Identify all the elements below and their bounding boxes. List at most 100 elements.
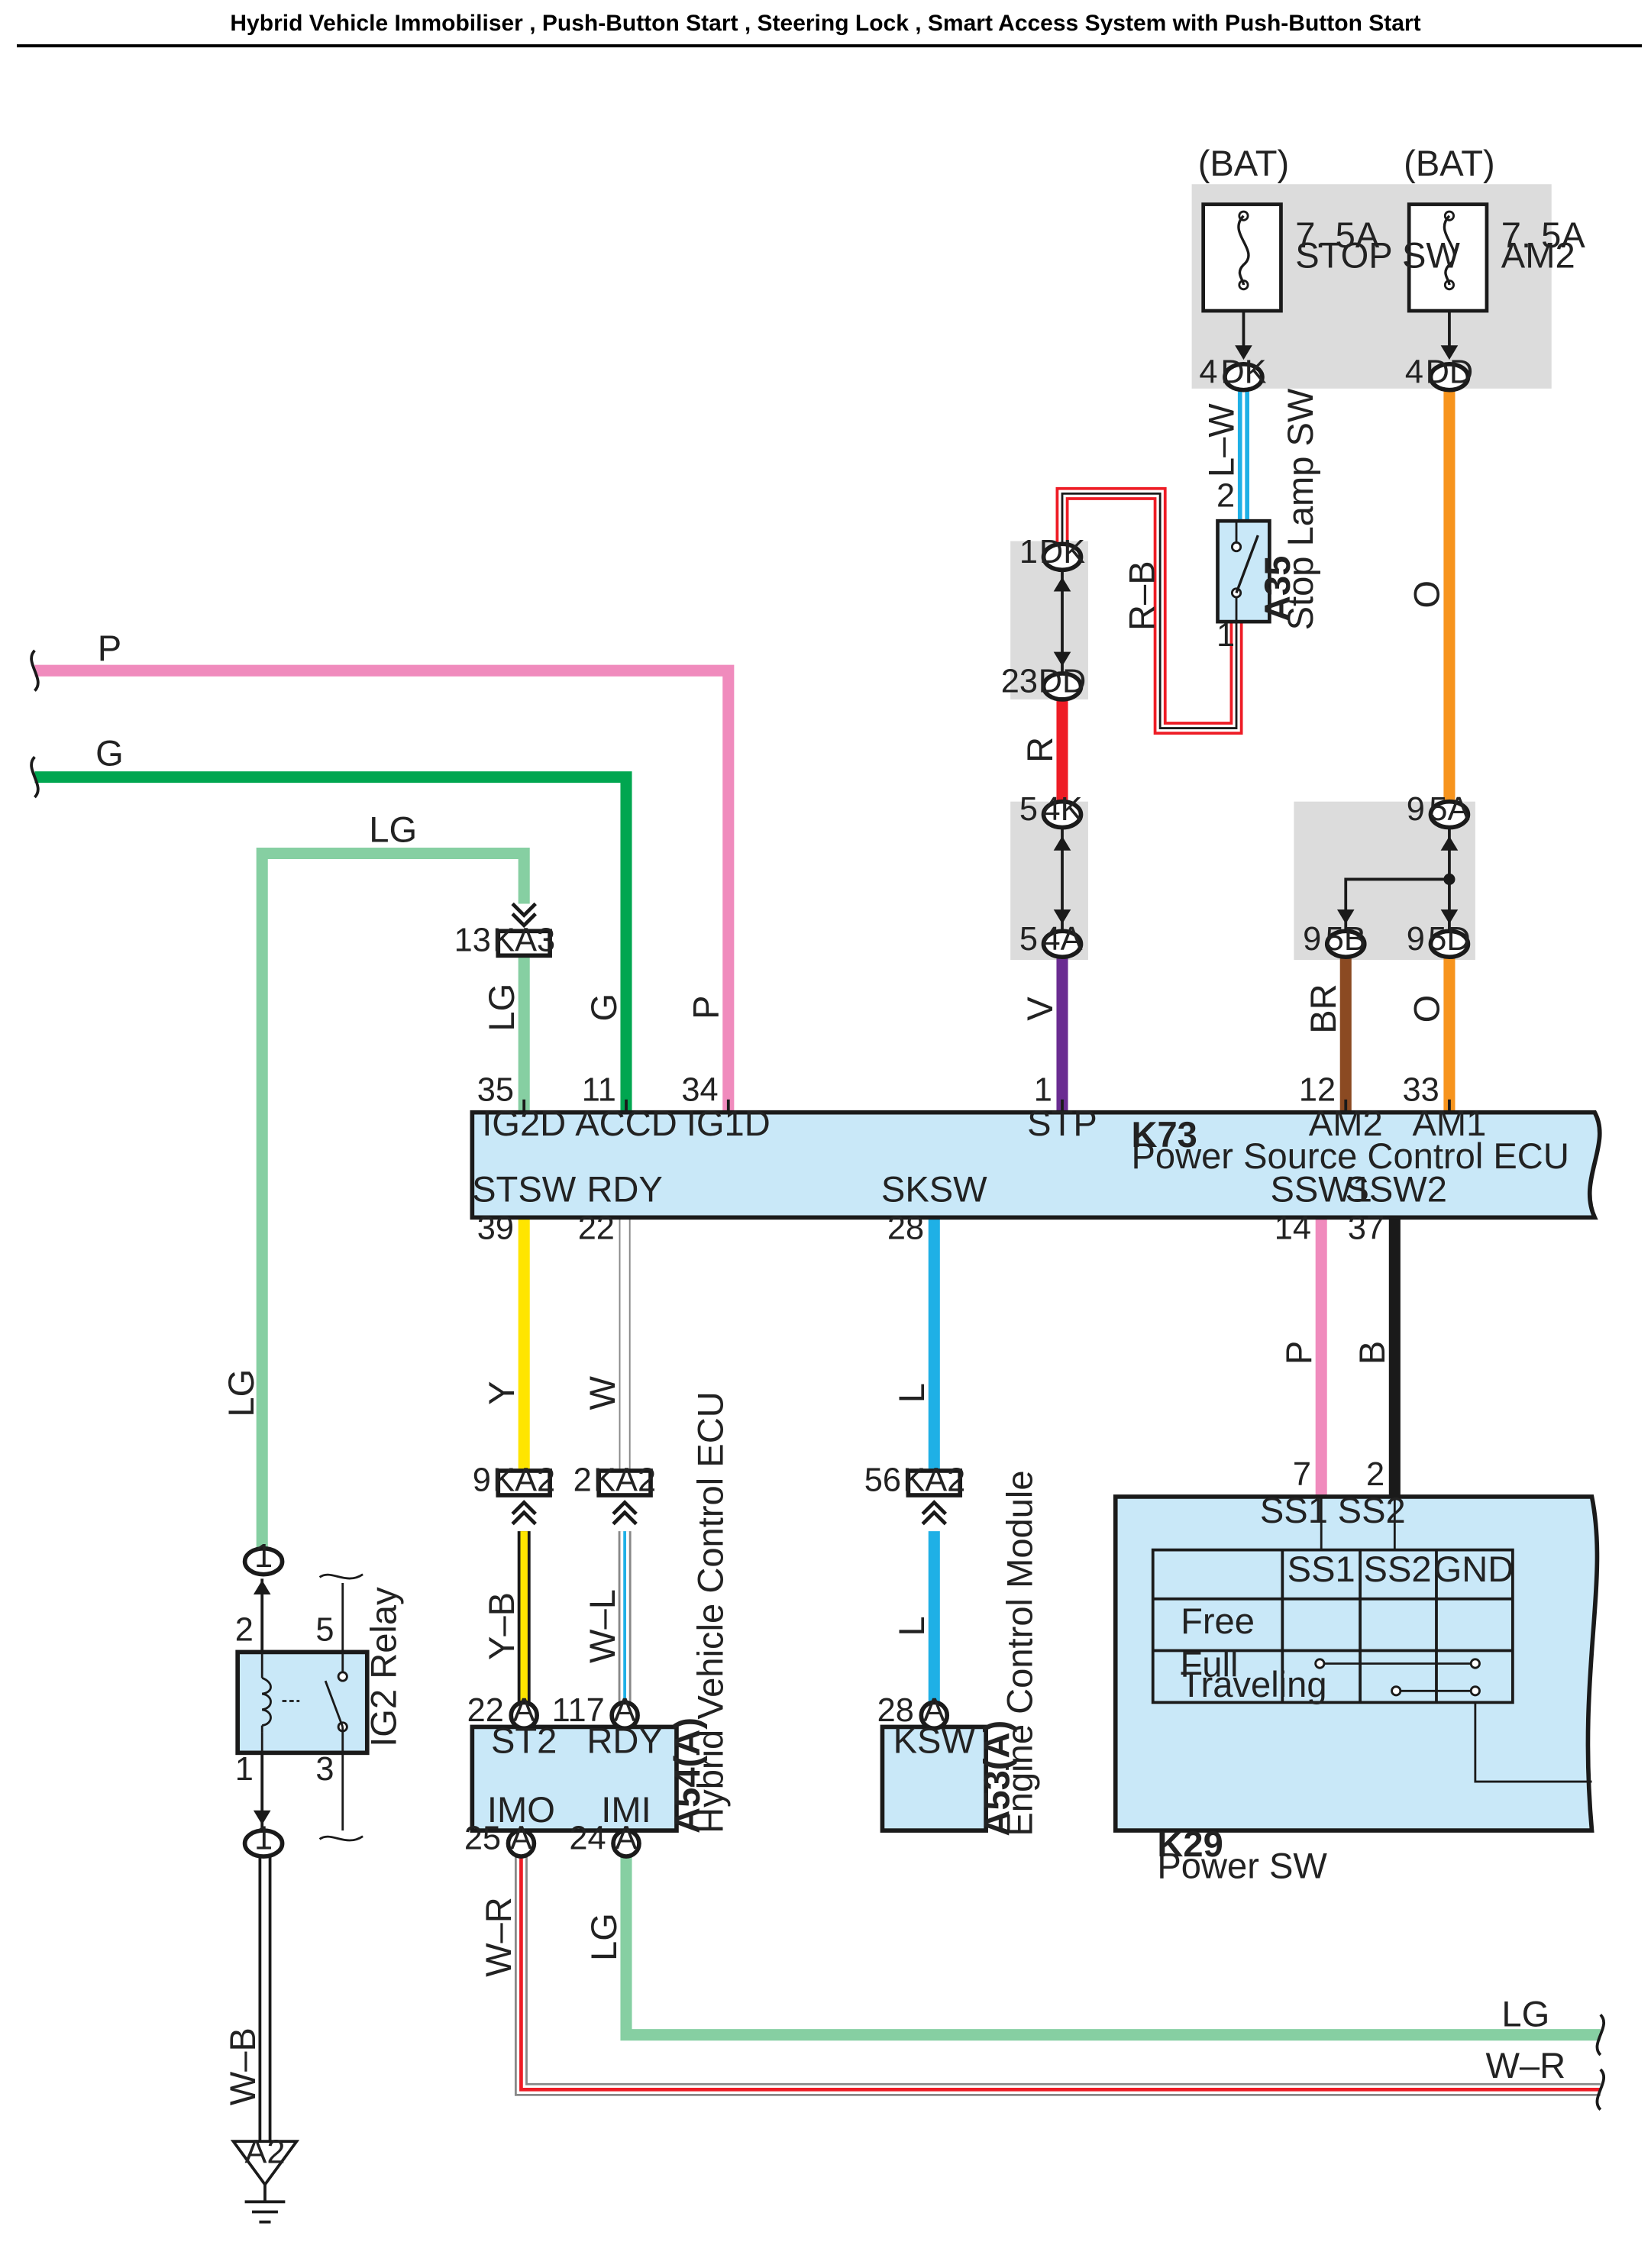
stop-sw-code: A35 <box>1257 556 1297 622</box>
conn-ka2-56-box <box>906 1468 963 1497</box>
wire-wr-imo <box>514 1856 1601 2096</box>
wire-label-br: BR <box>1303 984 1343 1033</box>
junction-5d-conn: 5D <box>1428 921 1470 958</box>
k73-pin-35: 35 <box>477 1072 514 1109</box>
fuse-stop-sw <box>1201 202 1283 354</box>
k73-pin-39: 39 <box>477 1210 514 1247</box>
power-sw-table-row-full-text: Full <box>1181 1643 1239 1684</box>
hv-pin-24: 24 <box>569 1821 606 1857</box>
hv-conn-24: A <box>615 1821 638 1857</box>
junction-dk1-conn: DK <box>1039 534 1085 570</box>
wire-label-wr: W–R <box>478 1897 519 1977</box>
k73-label-stsw: STSW <box>472 1169 577 1210</box>
engine-ecu-box <box>880 1724 988 1833</box>
wire-label-lg-out: LG <box>1501 1993 1549 2034</box>
power-sw-name: Power SW <box>1157 1845 1327 1885</box>
wire-label-g-left: G <box>95 733 124 774</box>
ground-symbol <box>230 2140 300 2224</box>
junction-4k-pin: 5 <box>1019 791 1038 828</box>
k73-label-accd: ACCD <box>575 1103 677 1143</box>
wire-label-wr-out: W–R <box>1485 2045 1565 2085</box>
k73-label-ig1d: IG1D <box>687 1103 771 1143</box>
fuse-stop-name: STOP SW <box>1295 235 1460 276</box>
hv-ecu-box <box>470 1724 679 1833</box>
conn-4a <box>1041 929 1084 960</box>
conn-ka2-9-box <box>496 1468 552 1497</box>
hv-conn-25: A <box>510 1821 532 1857</box>
wire-label-o-am1: O <box>1407 995 1447 1023</box>
wire-label-wb: W–B <box>222 2027 263 2105</box>
hv-pin-22: 22 <box>467 1692 504 1729</box>
wire-label-lg-ig2d: LG <box>481 984 522 1032</box>
wire-label-wl: W–L <box>582 1589 622 1663</box>
conn-5b <box>1324 929 1367 960</box>
ka2-9-pin: 9 <box>473 1462 491 1498</box>
hv-conn-22: A <box>513 1692 535 1729</box>
wire-label-g-accd: G <box>583 993 624 1022</box>
wire-label-b-ssw2: B <box>1352 1341 1392 1365</box>
wire-lg-relay-ka3 <box>256 847 530 1555</box>
fuse-stop-pin: 4 <box>1199 354 1217 390</box>
fuse-am2-rating: 7. 5A <box>1501 215 1586 255</box>
stop-lamp-switch <box>1216 519 1271 624</box>
ka2-2-label: KA2 <box>593 1462 656 1498</box>
wire-label-p-ssw1: P <box>1278 1341 1319 1365</box>
stop-sw-pin-top: 2 <box>1216 477 1235 514</box>
conn-5a <box>1428 799 1471 830</box>
k73-label-ssw1: SSW1 <box>1270 1169 1372 1210</box>
wire-label-l-upper: L <box>891 1383 932 1403</box>
conn-eng-28a <box>919 1700 950 1731</box>
junction-dk1-pin: 1 <box>1019 534 1038 570</box>
k73-label-sksw: SKSW <box>881 1169 987 1210</box>
power-sw-table-hdr-ss2: SS2 <box>1364 1549 1432 1589</box>
fuse-am2-conn: DD <box>1426 354 1474 390</box>
power-sw-table-row-free: Free <box>1181 1601 1255 1641</box>
ig2-relay <box>235 1573 370 1842</box>
connector-arrowheads <box>253 345 1459 1825</box>
conn-hv-22a <box>509 1700 539 1731</box>
eng-label-ksw: KSW <box>893 1720 976 1760</box>
junction-5b-pin: 9 <box>1303 921 1321 958</box>
k73-pin-12: 12 <box>1299 1072 1336 1109</box>
eng-pin-28: 28 <box>877 1692 914 1729</box>
k73-pin-33: 33 <box>1403 1072 1439 1109</box>
k73-pin-28: 28 <box>887 1210 924 1247</box>
k73-label-stp: STP <box>1027 1103 1097 1143</box>
hv-ecu-name: Hybrid Vehicle Control ECU <box>690 1391 730 1833</box>
power-sw-table-row-full-text-2: Traveling <box>1181 1664 1327 1704</box>
relay-name: IG2 Relay <box>363 1587 403 1747</box>
k73-name: Power Source Control ECU <box>1131 1136 1569 1176</box>
power-sw-pin-2: 2 <box>1366 1456 1384 1493</box>
k73-label-am2: AM2 <box>1309 1103 1383 1143</box>
wire-label-lg-upper: LG <box>369 809 417 849</box>
wire-label-lg-bottom: LG <box>583 1913 624 1961</box>
fuse-am2-name: AM2 <box>1501 235 1575 276</box>
conn-5d <box>1428 929 1471 960</box>
k73-code: K73 <box>1131 1114 1197 1155</box>
fuse-stop-conn: DK <box>1220 354 1266 390</box>
hv-label-imi: IMI <box>601 1789 651 1830</box>
wire-lg-imi <box>620 1856 1601 2041</box>
wire-label-p-ig1d: P <box>686 995 726 1019</box>
conn-dd-fuse <box>1428 361 1471 393</box>
stop-sw-name: Stop Lamp SW <box>1280 388 1320 630</box>
eng-conn-28: A <box>923 1692 945 1729</box>
ka2-2-pin: 2 <box>573 1462 592 1498</box>
junction-4k-conn: 4K <box>1042 791 1083 828</box>
fuse-stop-source: (BAT) <box>1198 143 1290 183</box>
conn-ka2-2-box <box>596 1468 653 1497</box>
junction-5b-conn: 5B <box>1326 921 1366 958</box>
wire-label-w: W <box>582 1375 622 1410</box>
k73-label-rdy: RDY <box>586 1169 662 1210</box>
k73-pin-14: 14 <box>1275 1210 1311 1247</box>
ka3-chevrons <box>511 902 537 929</box>
ka2-56-pin: 56 <box>864 1462 901 1498</box>
conn-hv-24a <box>611 1828 641 1859</box>
wire-break-marks <box>30 649 1606 2111</box>
wire-label-yb: Y–B <box>481 1592 522 1660</box>
conn-dd-23 <box>1041 671 1084 702</box>
wire-p-ig1d <box>34 664 735 1113</box>
k73-label-ig2d: IG2D <box>482 1103 566 1143</box>
ground-label: A2 <box>244 2134 285 2170</box>
